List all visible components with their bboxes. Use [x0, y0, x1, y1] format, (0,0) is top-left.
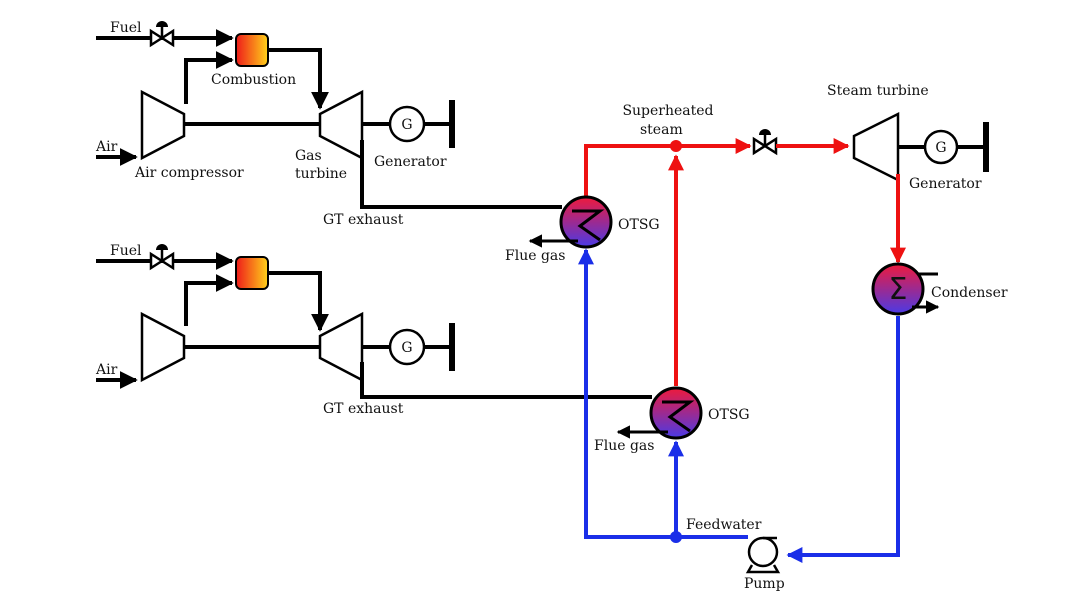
flue-gas-label-top: Flue gas	[505, 248, 565, 264]
superheated-label-1: Superheated	[622, 103, 713, 119]
combustor-icon	[235, 33, 269, 67]
gt-exhaust-line-top	[360, 140, 562, 209]
gas-turbine-train-1: G	[96, 21, 562, 209]
compressor-icon	[140, 89, 186, 161]
feedwater-label: Feedwater	[686, 517, 762, 533]
labels: Fuel Combustion Air Air compressor Gas t…	[95, 20, 1008, 592]
otsg-label-bottom: OTSG	[708, 407, 750, 423]
generator-label-right: Generator	[909, 176, 982, 192]
compressor-icon	[140, 311, 186, 383]
air-label-top: Air	[95, 139, 118, 155]
superheated-label-2: steam	[640, 122, 683, 138]
svg-text:Σ: Σ	[889, 272, 908, 307]
gt-exhaust-line-bottom	[360, 362, 652, 399]
generator-glyph: G	[935, 140, 946, 156]
generator-glyph: G	[401, 117, 412, 133]
generator-glyph: G	[401, 340, 412, 356]
condensate-line	[786, 316, 900, 563]
generator-icon: G	[388, 105, 426, 143]
pump-icon	[745, 536, 781, 574]
steam-cycle: G Σ	[528, 111, 989, 574]
steam-turbine-icon	[852, 111, 900, 183]
gt-exhaust-label-bottom: GT exhaust	[323, 401, 404, 417]
compressor-to-combustor-line	[184, 274, 234, 326]
fuel-label-bottom: Fuel	[110, 243, 142, 259]
condenser-icon: Σ	[871, 262, 940, 316]
generator-icon: G	[388, 328, 426, 366]
feedwater-junction	[670, 531, 682, 543]
gt-exhaust-label-top: GT exhaust	[323, 212, 404, 228]
valve-icon	[752, 129, 778, 156]
turbine-icon	[318, 89, 364, 161]
feedwater-header	[584, 254, 748, 539]
flue-gas-label-bottom: Flue gas	[594, 438, 654, 454]
valve-icon	[149, 244, 175, 271]
gas-turbine-label-1: Gas	[295, 148, 322, 164]
combustion-label: Combustion	[211, 72, 296, 88]
pump-label: Pump	[744, 576, 785, 592]
fuel-label-top: Fuel	[110, 20, 142, 36]
heat-exchanger-icon	[559, 195, 613, 249]
combustor-to-turbine-line	[268, 48, 329, 110]
combustor-icon	[235, 256, 269, 290]
steam-turbine-label: Steam turbine	[827, 83, 929, 99]
combustor-to-turbine-line	[268, 271, 329, 332]
steam-line-otsg-top	[584, 144, 676, 196]
gas-turbine-train-2: G	[96, 244, 652, 399]
otsg-label-top: OTSG	[618, 217, 660, 233]
compressor-to-combustor-line	[184, 51, 234, 104]
air-compressor-label: Air compressor	[134, 165, 244, 181]
air-label-bottom: Air	[95, 362, 118, 378]
steam-junction	[670, 140, 682, 152]
valve-icon	[149, 21, 175, 48]
generator-label-top: Generator	[374, 154, 447, 170]
turbine-icon	[318, 311, 364, 383]
condenser-label: Condenser	[931, 285, 1008, 301]
gas-turbine-label-2: turbine	[295, 166, 347, 182]
generator-icon: G	[923, 129, 959, 165]
heat-exchanger-icon	[649, 386, 703, 440]
